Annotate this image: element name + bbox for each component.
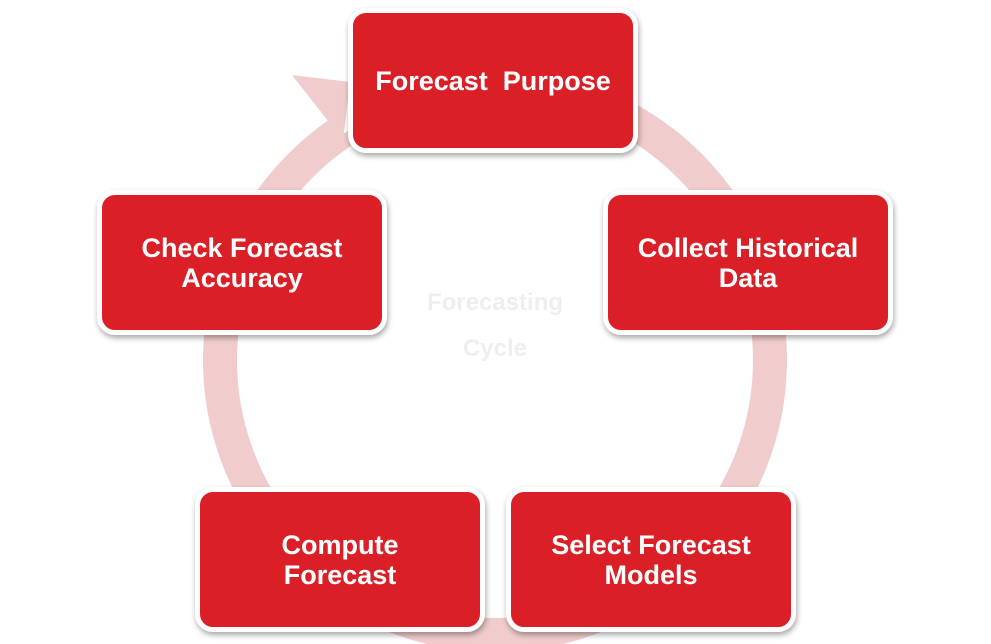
- step-label: Compute Forecast: [281, 529, 399, 590]
- step-label: Collect Historical Data: [637, 232, 859, 293]
- cycle-arrow-head: [292, 75, 350, 140]
- step-forecast-purpose: Forecast Purpose: [348, 8, 638, 153]
- step-label: Forecast Purpose: [375, 65, 611, 96]
- step-label: Select Forecast Models: [551, 529, 751, 590]
- step-label: Check Forecast Accuracy: [141, 232, 343, 293]
- step-check-forecast-accuracy: Check Forecast Accuracy: [97, 190, 387, 335]
- cycle-center-label: Forecasting Cycle: [426, 289, 564, 362]
- step-select-forecast-models: Select Forecast Models: [506, 487, 796, 632]
- step-compute-forecast: Compute Forecast: [195, 487, 485, 632]
- step-collect-historical-data: Collect Historical Data: [603, 190, 893, 335]
